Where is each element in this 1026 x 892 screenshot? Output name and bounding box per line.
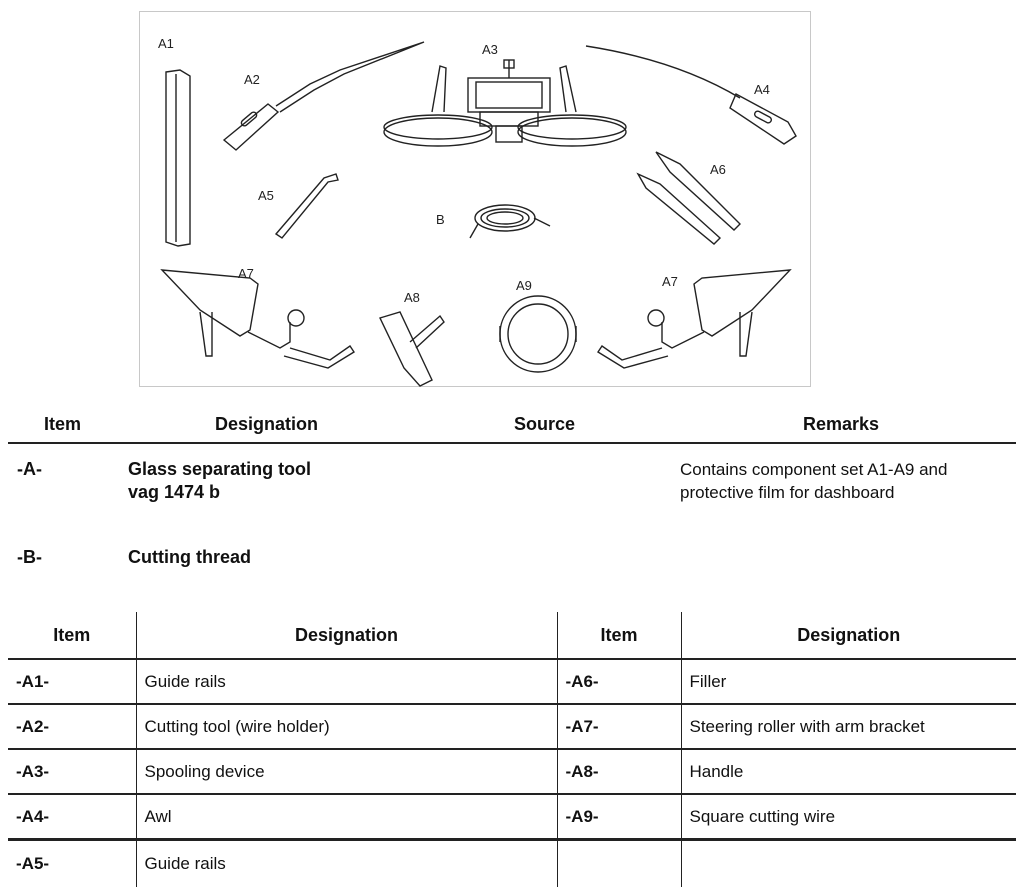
parts-table: Item Designation Item Designation -A1- G…	[8, 612, 1016, 887]
label-a1: A1	[158, 36, 174, 51]
part-designation: Handle	[680, 749, 1016, 795]
a9-ring-shape	[499, 295, 577, 373]
tool-drawing: A1 A2 A3 A4 A5 A6 B A7 A8 A9 A7	[158, 36, 797, 387]
parts-header-item-1: Item	[8, 612, 136, 660]
part-item: -A1-	[8, 659, 136, 705]
a7-right-shape	[597, 269, 792, 369]
header-divider	[8, 442, 1016, 444]
parts-header-designation-1: Designation	[135, 612, 557, 660]
part-designation: Cutting tool (wire holder)	[135, 704, 557, 750]
parts-header-row: Item Designation Item Designation	[8, 612, 1016, 660]
parts-header-item-2: Item	[556, 612, 681, 660]
part-item: -A9-	[556, 794, 681, 841]
row-a-remarks-line1: Contains component set A1-A9 and	[680, 460, 948, 479]
part-designation: Filler	[680, 659, 1016, 705]
part-designation: Guide rails	[135, 659, 557, 705]
header-source: Source	[514, 414, 576, 434]
part-item: -A5-	[16, 854, 50, 873]
part-item: -A3-	[8, 749, 136, 795]
part-item: -A8-	[556, 749, 681, 795]
label-a8: A8	[404, 290, 420, 305]
header-remarks: Remarks	[803, 414, 880, 434]
table-row: -A2- Cutting tool (wire holder) -A7- Ste…	[8, 704, 1016, 750]
label-a7-left: A7	[238, 266, 254, 281]
a6-filler-shape	[655, 151, 741, 231]
row-b-item: -B-	[17, 547, 42, 567]
label-a7-right: A7	[662, 274, 678, 289]
a4-awl-shape	[585, 45, 741, 99]
label-a5: A5	[258, 188, 274, 203]
header-designation: Designation	[215, 414, 319, 434]
b-cutting-thread-shape	[469, 204, 551, 239]
a7-left-shape	[160, 269, 355, 369]
part-designation: Spooling device	[135, 749, 557, 795]
parts-header-designation-2: Designation	[680, 612, 1016, 660]
a1-guide-rail-shape	[165, 69, 191, 247]
row-b-designation: Cutting thread	[128, 547, 251, 567]
part-item: -A7-	[556, 704, 681, 750]
a2-handle-shape	[222, 103, 280, 151]
table-row: -A3- Spooling device -A8- Handle	[8, 749, 1016, 795]
part-designation: Square cutting wire	[680, 794, 1016, 841]
part-item: -A2-	[8, 704, 136, 750]
part-item: -A6-	[556, 659, 681, 705]
a8-handle-shape	[379, 311, 445, 387]
header-item: Item	[44, 414, 82, 434]
table-row: -A5- Guide rails	[8, 839, 1016, 887]
part-item: -A4-	[8, 794, 136, 841]
part-designation: Steering roller with arm bracket	[680, 704, 1016, 750]
label-a4: A4	[754, 82, 770, 97]
label-b: B	[436, 212, 445, 227]
table-row: -A1- Guide rails -A6- Filler	[8, 659, 1016, 705]
label-a2: A2	[244, 72, 260, 87]
label-a9: A9	[516, 278, 532, 293]
row-a-designation-line2: vag 1474 b	[128, 482, 221, 502]
row-a-designation-line1: Glass separating tool	[128, 459, 312, 479]
part-item	[556, 839, 681, 887]
a3-spooling-device-shape	[383, 59, 627, 147]
label-a6: A6	[710, 162, 726, 177]
a5-guide-shape	[274, 173, 339, 239]
part-designation: Awl	[135, 794, 557, 841]
row-a-item: -A-	[17, 459, 42, 479]
tool-illustration: A1 A2 A3 A4 A5 A6 B A7 A8 A9 A7	[139, 11, 811, 387]
table-row: -A4- Awl -A9- Square cutting wire	[8, 794, 1016, 841]
part-designation	[680, 839, 1016, 887]
row-a-remarks-line2: protective film for dashboard	[680, 483, 895, 502]
label-a3: A3	[482, 42, 498, 57]
part-designation: Guide rails	[135, 839, 557, 887]
